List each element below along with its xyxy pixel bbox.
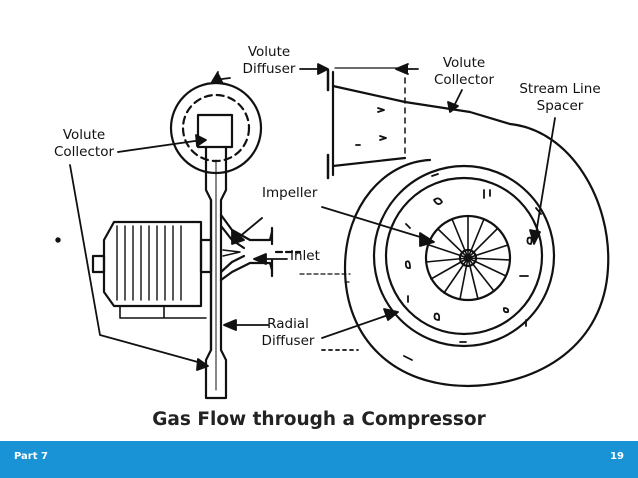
label-line: Stream Line	[519, 81, 601, 97]
label-impeller: Impeller	[262, 185, 318, 201]
impeller-side-view	[219, 213, 302, 282]
label-radial-diffuser: Radial Diffuser	[248, 316, 328, 350]
label-line: Spacer	[536, 98, 584, 114]
label-line: Volute	[247, 44, 291, 60]
label-inlet: Inlet	[290, 248, 320, 264]
label-line: Volute	[442, 55, 486, 71]
label-line: Volute	[62, 127, 106, 143]
leader-lines	[69, 63, 556, 371]
footer-section: Part 7	[14, 451, 48, 462]
slide-title: Gas Flow through a Compressor	[152, 409, 486, 430]
label-line: Diffuser	[261, 333, 315, 349]
label-line: Diffuser	[242, 61, 296, 77]
label-line: Collector	[433, 72, 495, 88]
scroll-inlet-duct	[326, 67, 512, 180]
compressor-diagram	[55, 63, 610, 400]
label-line: Radial	[267, 316, 309, 332]
label-volute-diffuser: Volute Diffuser	[229, 44, 309, 78]
diffuser-plates	[204, 145, 228, 400]
impeller-blades	[425, 215, 511, 300]
label-volute-collector-top: Volute Collector	[424, 55, 504, 89]
label-volute-collector-left: Volute Collector	[44, 127, 124, 161]
footer-bar: Part 7 19	[0, 441, 638, 478]
axis-line	[299, 273, 351, 283]
label-line: Collector	[53, 144, 115, 160]
label-stream-line-spacer: Stream Line Spacer	[505, 81, 615, 115]
speck	[55, 237, 61, 243]
page-number: 19	[610, 451, 624, 462]
motor	[91, 220, 213, 319]
